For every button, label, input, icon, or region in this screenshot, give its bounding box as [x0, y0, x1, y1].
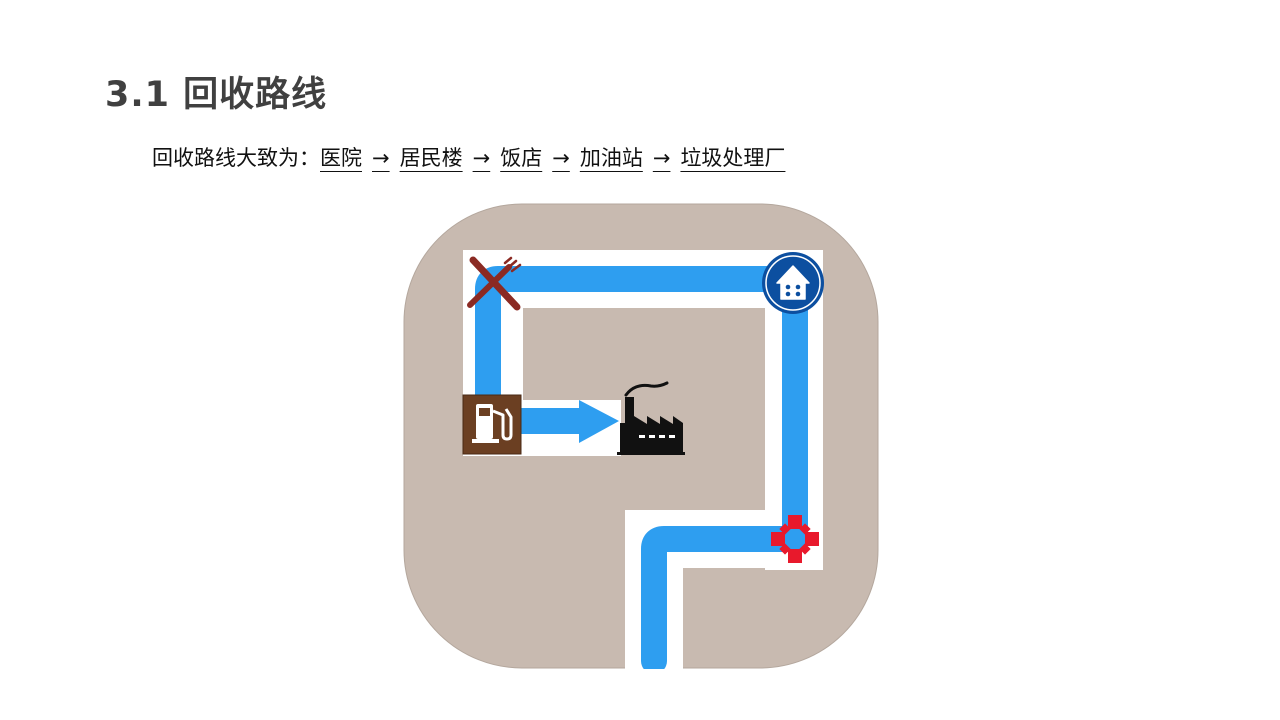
- fork-tine: [507, 259, 518, 269]
- factory-window: [659, 435, 665, 438]
- house-icon: [762, 252, 824, 314]
- route-arrow: →: [472, 146, 491, 170]
- route-arrow: →: [552, 146, 570, 170]
- route-arrowhead: [579, 400, 619, 443]
- factory-window: [649, 435, 655, 438]
- fork-knife-icon: [467, 256, 522, 311]
- factory-windows: [639, 435, 675, 438]
- fuel-pump-hose: [492, 408, 513, 441]
- factory-window: [639, 435, 645, 438]
- house-window: [785, 284, 791, 290]
- route-stop-residence: 居民楼: [399, 146, 463, 170]
- factory-window: [669, 435, 675, 438]
- factory-base: [617, 452, 685, 455]
- route-stop-restaurant: 饭店: [500, 146, 543, 170]
- fork-tine: [503, 256, 513, 265]
- fuel-pump-base: [472, 439, 499, 443]
- factory-body: [620, 416, 683, 452]
- route-stop-treatment-plant: 垃圾处理厂: [680, 146, 786, 170]
- page-title: 3.1 回收路线: [105, 75, 328, 115]
- cross-arm-down: [788, 549, 802, 563]
- route-stop-gas-station: 加油站: [579, 146, 643, 170]
- fork-tine: [510, 263, 522, 273]
- route-map: [403, 203, 879, 669]
- route-map-svg: [403, 203, 879, 669]
- route-summary: 回收路线大致为：医院 → 居民楼 → 饭店 → 加油站 → 垃圾处理厂: [152, 143, 785, 173]
- route-arrow: →: [372, 146, 390, 170]
- route-stop-list: 医院 → 居民楼 → 饭店 → 加油站 → 垃圾处理厂: [320, 146, 785, 170]
- route-intro: 回收路线大致为：: [152, 146, 320, 170]
- house-badge-ring: [765, 255, 821, 311]
- house-window: [795, 291, 801, 297]
- route-arrow: →: [652, 146, 671, 170]
- cross-arm-up: [788, 515, 802, 529]
- factory-icon: [617, 381, 685, 455]
- cross-center: [788, 532, 802, 546]
- route-stop-hospital: 医院: [320, 146, 362, 170]
- fuel-pump-icon: [462, 394, 522, 455]
- cross-arm-right: [805, 532, 819, 546]
- house-shape: [776, 265, 810, 300]
- house-window: [795, 284, 801, 290]
- house-window: [785, 291, 791, 297]
- fuel-pump-window: [479, 408, 490, 416]
- factory-chimney: [625, 397, 634, 423]
- factory-smoke: [624, 381, 669, 397]
- house-windows: [785, 284, 801, 297]
- cross-arm-left: [771, 532, 785, 546]
- fork-handle: [467, 264, 512, 308]
